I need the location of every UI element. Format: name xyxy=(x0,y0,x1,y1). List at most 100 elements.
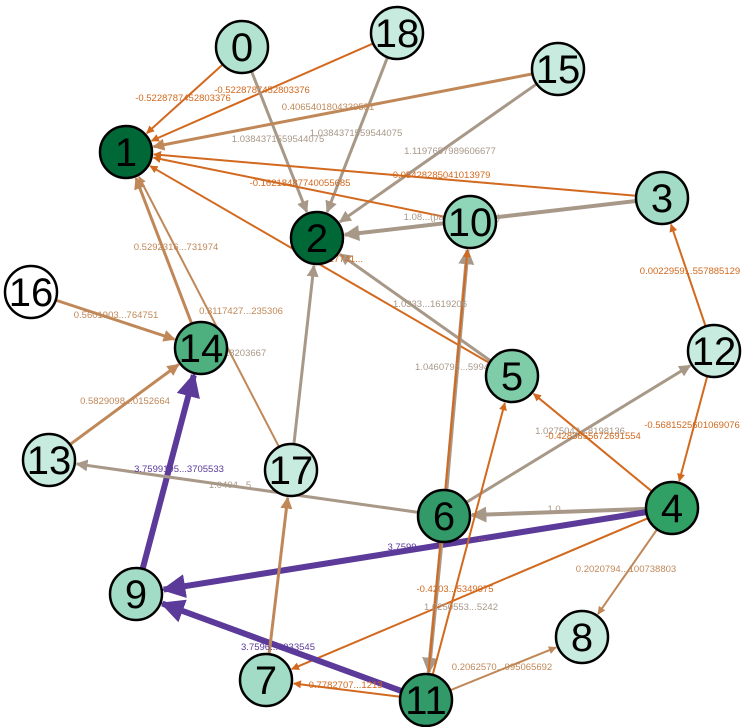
node-label-10: 10 xyxy=(448,201,493,245)
node-16[interactable]: 16 xyxy=(3,264,59,320)
edge-4-7 xyxy=(291,517,649,670)
edge-5-2 xyxy=(338,252,492,363)
node-label-17: 17 xyxy=(269,449,314,493)
node-label-7: 7 xyxy=(255,659,277,703)
node-7[interactable]: 7 xyxy=(238,652,294,708)
edge-label-5-1: -0.1217741... xyxy=(307,254,363,265)
node-4[interactable]: 4 xyxy=(644,480,700,536)
node-15[interactable]: 15 xyxy=(530,41,586,97)
node-label-8: 8 xyxy=(571,616,593,660)
edge-label-5-2: 1.0333...1619206 xyxy=(393,299,467,310)
edge-label-4-7: -0.4203...5349975 xyxy=(416,584,493,595)
edge-label-11-8: 0.2062570...995065692 xyxy=(452,662,552,673)
edge-18-1 xyxy=(150,42,374,142)
node-label-1: 1 xyxy=(115,131,137,175)
edge-9-14 xyxy=(139,372,200,570)
node-0[interactable]: 0 xyxy=(214,19,270,75)
edge-12-3 xyxy=(669,223,707,327)
edge-11-5 xyxy=(431,402,507,676)
node-10[interactable]: 10 xyxy=(442,194,498,250)
node-18[interactable]: 18 xyxy=(369,5,425,61)
edge-label-6-13: 1.0404...5 xyxy=(209,480,251,491)
node-circle-11 xyxy=(398,672,454,727)
edge-label-6-12: 1.0275042...8198136 xyxy=(535,426,625,437)
node-14[interactable]: 14 xyxy=(173,320,229,376)
node-circle-1 xyxy=(98,124,154,180)
node-label-4: 4 xyxy=(661,487,683,531)
node-circle-6 xyxy=(416,488,472,544)
node-1[interactable]: 1 xyxy=(98,124,154,180)
node-label-14: 14 xyxy=(179,327,224,371)
node-circle-7 xyxy=(238,652,294,708)
edge-label-4-5: -0.4283855672691554 xyxy=(545,431,641,442)
edge-4-5 xyxy=(532,393,653,493)
edge-10-1 xyxy=(152,155,445,218)
edge-4-6 xyxy=(470,506,647,523)
node-label-9: 9 xyxy=(125,573,147,617)
node-circle-4 xyxy=(644,480,700,536)
edge-label-17-1: 0.3117427...235306 xyxy=(199,306,283,317)
node-2[interactable]: 2 xyxy=(289,210,345,266)
edge-label-14-1: 0.5292316...731974 xyxy=(134,242,219,253)
edge-15-2 xyxy=(338,82,538,224)
node-label-6: 6 xyxy=(433,495,455,539)
node-label-18: 18 xyxy=(375,12,420,56)
node-circle-12 xyxy=(686,323,742,379)
edge-label-11-5: ... xyxy=(478,532,486,543)
node-5[interactable]: 5 xyxy=(484,348,540,404)
edge-label-4-6: 1.0... xyxy=(547,504,568,515)
edge-label-11-9: 3.7596...0933545 xyxy=(241,642,315,653)
edge-label-12-3: 0.0022959...557885129 xyxy=(640,266,740,277)
node-label-2: 2 xyxy=(306,217,328,261)
node-8[interactable]: 8 xyxy=(554,609,610,665)
node-circle-15 xyxy=(530,41,586,97)
edge-label-3-1: -0.05428285041013979 xyxy=(390,170,491,181)
edge-label-4-8: 0.2020794...100738803 xyxy=(576,564,676,575)
node-circle-14 xyxy=(173,320,229,376)
node-12[interactable]: 12 xyxy=(686,323,742,379)
node-label-15: 15 xyxy=(536,48,581,92)
edge-label-6-11: 1.0250553...5242 xyxy=(424,602,498,613)
edge-16-14 xyxy=(55,298,176,342)
edge-label-0-2: 1.0384371559544075 xyxy=(232,134,324,145)
edge-6-12 xyxy=(465,364,692,504)
node-3[interactable]: 3 xyxy=(634,170,690,226)
node-circle-2 xyxy=(289,210,345,266)
edge-label-10-1: -0.16218487740055685 xyxy=(250,178,351,189)
node-label-5: 5 xyxy=(501,355,523,399)
edge-11-7 xyxy=(292,680,401,698)
edge-4-9 xyxy=(161,509,647,598)
node-6[interactable]: 6 xyxy=(416,488,472,544)
edge-4-8 xyxy=(597,528,658,615)
edge-3-1 xyxy=(153,151,637,197)
edge-labels-layer: -0.5228787452803376-0.52287874528033761.… xyxy=(74,85,740,691)
node-circle-0 xyxy=(214,19,270,75)
edge-label-13-14: 0.5829098...0152664 xyxy=(80,396,170,407)
node-label-0: 0 xyxy=(231,26,253,70)
node-11[interactable]: 11 xyxy=(398,672,454,727)
node-circle-10 xyxy=(442,194,498,250)
node-label-11: 11 xyxy=(405,679,447,723)
edge-11-10 xyxy=(427,249,471,675)
node-circle-5 xyxy=(484,348,540,404)
edge-11-9 xyxy=(160,599,403,694)
edge-label-18-2: 1.0384371559544075 xyxy=(310,128,402,139)
node-circle-16 xyxy=(3,264,59,320)
edge-label-16-14: 0.5601903...764751 xyxy=(74,310,159,321)
node-9[interactable]: 9 xyxy=(108,566,164,622)
edge-label-9-14: 3.7599195...3705533 xyxy=(134,464,224,475)
node-13[interactable]: 13 xyxy=(21,432,77,488)
node-circle-8 xyxy=(554,609,610,665)
edge-label-6-10: 1.0460795...5994... xyxy=(415,362,497,373)
edge-18-2 xyxy=(325,56,389,214)
node-circle-3 xyxy=(634,170,690,226)
node-17[interactable]: 17 xyxy=(263,442,319,498)
edge-17-2 xyxy=(292,264,319,445)
edge-14-1 xyxy=(134,177,194,325)
edge-label-11-7: -0.7782707...1213 xyxy=(305,680,382,691)
edge-label-15-1: 0.4065401804339551 xyxy=(282,102,374,113)
edge-12-4 xyxy=(677,375,709,482)
node-circle-9 xyxy=(108,566,164,622)
